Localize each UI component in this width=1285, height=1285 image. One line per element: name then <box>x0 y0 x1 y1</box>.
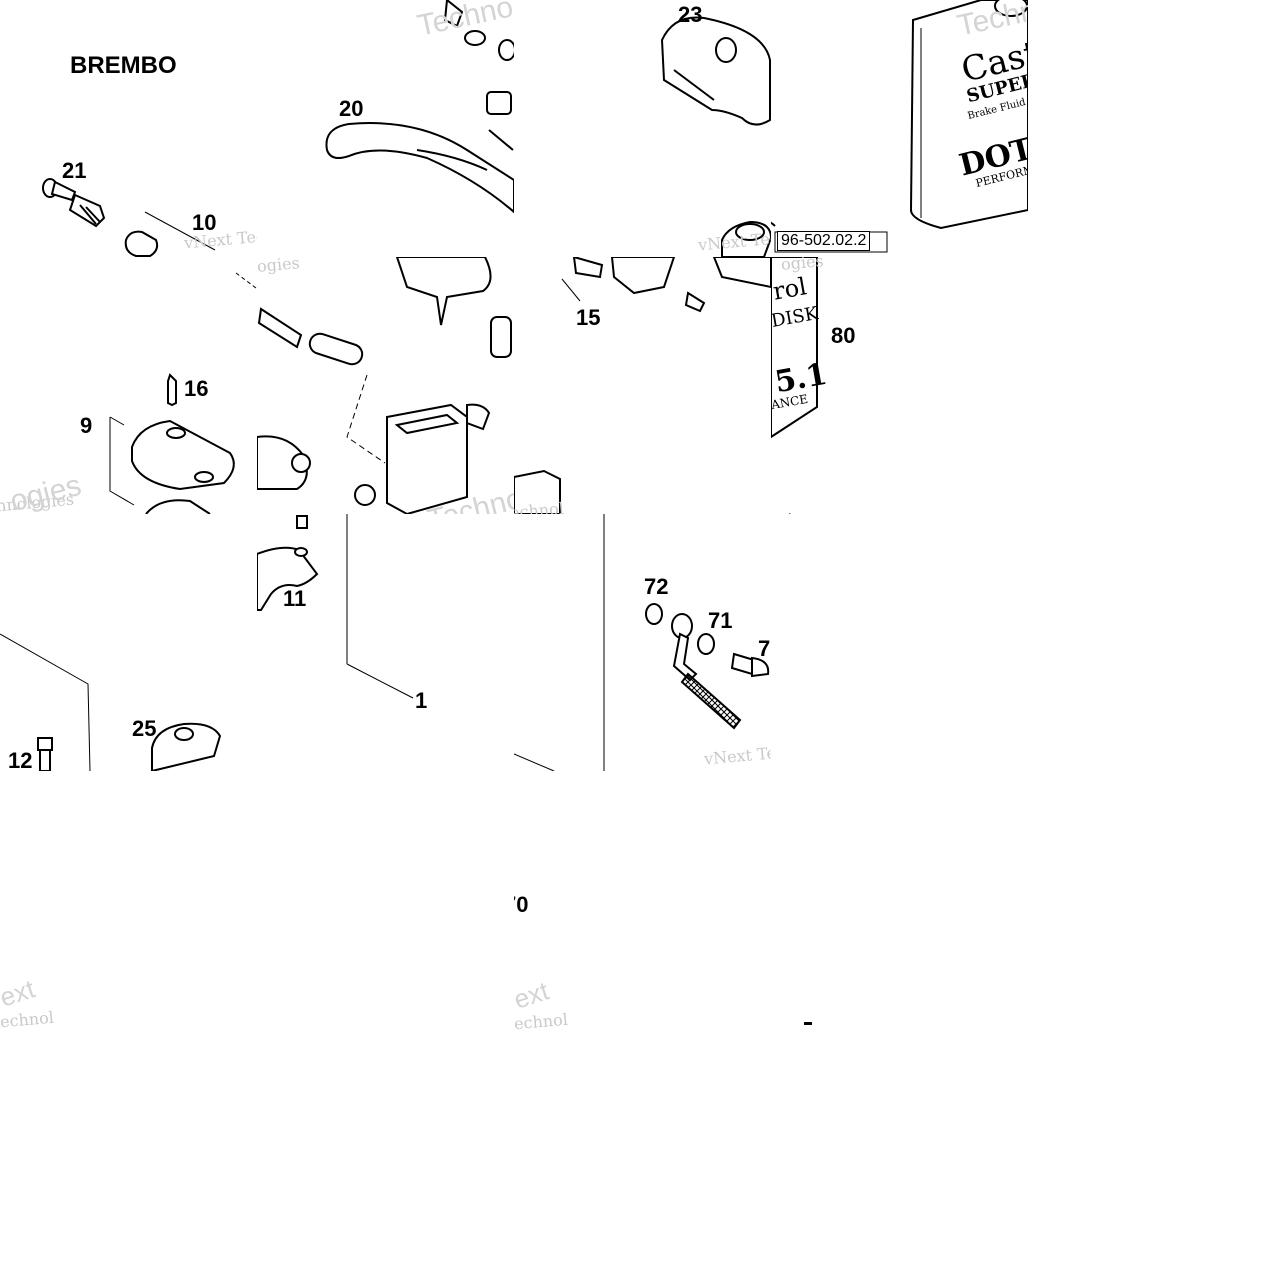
tile-switch: 15 echnol <box>514 257 771 514</box>
callout-16: 16 <box>184 376 209 401</box>
brake-hose-drawing <box>514 514 770 771</box>
bolt-frame-drawing <box>0 633 91 771</box>
clamp-25-drawing <box>151 722 222 771</box>
tile-master-cylinder: ogies Techno <box>257 257 514 514</box>
callout-15: 15 <box>576 305 601 330</box>
tile-pivot: 11 1 <box>257 514 514 771</box>
reference-code-label: 96-502.02.2 <box>777 231 871 251</box>
callout-12: 12 <box>8 748 33 772</box>
tile-reservoir-cover: 16 9 hnologies ogies <box>0 257 257 514</box>
dash-mark <box>804 1022 812 1025</box>
callout-7: 7 <box>758 636 771 661</box>
watermark-text: echnol <box>513 1009 569 1034</box>
callout-72: 72 <box>644 574 669 599</box>
callout-21: 21 <box>62 158 87 183</box>
tile-lever: 20 Techno <box>257 0 514 257</box>
tile-brake-lever-parts: BREMBO 21 10 vNext Tec <box>0 0 257 257</box>
fluid-can-lower-drawing <box>771 257 818 514</box>
watermark-text: ext <box>0 973 39 1013</box>
callout-20: 20 <box>339 96 364 121</box>
clamp-drawing <box>660 16 771 257</box>
brand-label: BREMBO <box>70 52 177 79</box>
watermark-text: echnol <box>0 1007 55 1032</box>
callout-70: 70 <box>504 892 529 917</box>
callout-1: 1 <box>415 688 428 713</box>
fluid-can-drawing <box>771 0 1028 253</box>
pivot-drawing <box>257 514 414 699</box>
tile-clamp: 23 vNext Tec <box>514 0 771 257</box>
bleed-screw-drawing <box>42 178 216 257</box>
tile-brake-fluid-can: Castr SUPER Brake Fluid DOT PERFORM 96-5… <box>771 0 1028 257</box>
callout-23: 23 <box>678 2 703 27</box>
reservoir-cover-drawing <box>109 272 257 514</box>
callout-10: 10 <box>192 210 217 235</box>
tile-brake-hose: 72 71 7 vNext Tec <box>514 514 771 771</box>
switch-drawing <box>514 257 771 514</box>
can-fragment-rol: rol <box>771 272 809 306</box>
callout-9: 9 <box>80 413 93 438</box>
tile-fluid-can-lower: rol DISK 5.1 ANCE 80 ogies Techno <box>771 257 1028 514</box>
watermark-text: ext <box>510 975 553 1015</box>
callout-80: 80 <box>831 323 856 348</box>
callout-25: 25 <box>132 716 157 741</box>
lever-drawing <box>325 0 514 214</box>
master-cylinder-drawing <box>257 257 512 514</box>
tile-clamp-25: 25 <box>128 700 257 771</box>
callout-71: 71 <box>708 608 733 633</box>
callout-11: 11 <box>283 586 307 611</box>
